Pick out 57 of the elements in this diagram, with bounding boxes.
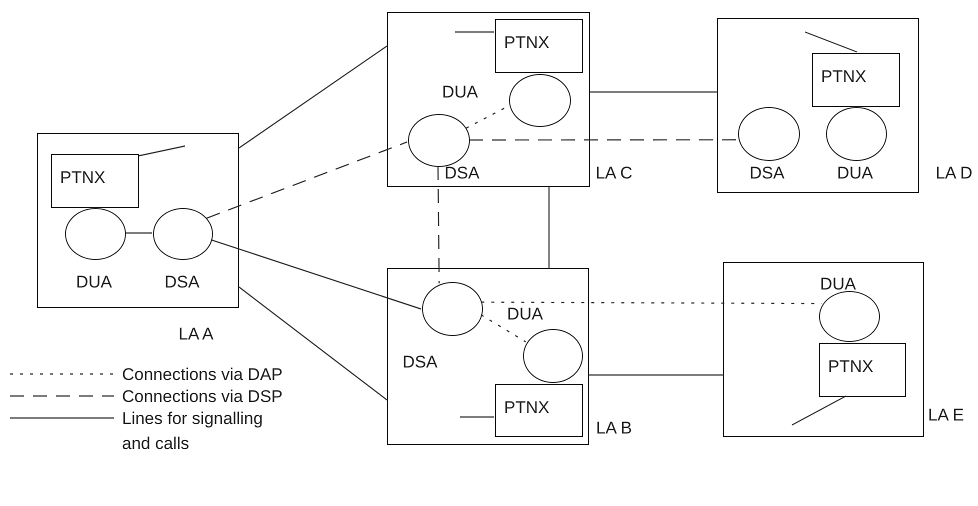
circle-node [826,107,887,161]
circle-node [738,107,800,161]
connector-line [589,374,723,376]
connector-line [548,187,550,268]
area-box [723,262,924,437]
ptnx-box [812,53,900,107]
node-label: PTNX [828,358,874,375]
circle-node [408,114,470,167]
connector-line [792,395,846,426]
circle-label: DUA [76,274,112,290]
connector-line [455,31,494,33]
area-label: LA E [928,406,964,424]
connector-line [138,145,186,157]
dashed-connector [437,166,440,284]
circle-node [819,291,880,342]
dashed-connector [206,141,408,219]
connector-line [590,91,717,93]
ptnx-box [51,154,139,208]
area-label: LA D [936,164,972,182]
dashed-connector [469,139,738,141]
node-label: PTNX [504,34,550,51]
circle-node [523,329,583,383]
circle-node [153,208,213,260]
circle-label: DSA [750,164,784,182]
area-label: LA C [596,164,632,182]
circle-label: DUA [507,306,543,322]
node-label: PTNX [60,169,106,186]
circle-label: DUA [820,276,856,292]
circle-node [65,208,126,260]
legend-text: Lines for signalling and calls [122,408,264,455]
dotted-connector [480,314,526,342]
legend-text: Connections via DSP [122,386,284,408]
circle-label: DUA [837,164,873,182]
connector-line [238,46,388,148]
node-label: PTNX [504,399,550,416]
circle-label: DSA [402,354,438,370]
connector-line [460,416,494,418]
ptnx-box [495,19,583,73]
area-box [387,268,589,445]
legend-text: Connections via DAP [122,364,284,386]
connector-line [804,31,858,53]
area-label: LA B [596,420,632,436]
connector-line [125,232,152,234]
area-box [387,12,590,187]
ptnx-box [819,343,906,397]
circle-node [422,282,483,336]
node-label: PTNX [821,68,866,85]
connector-line [210,239,422,310]
ptnx-box [495,384,583,437]
area-box [37,133,239,308]
circle-label: DSA [164,274,200,290]
area-label: LA A [178,326,214,342]
connector-line [238,286,388,400]
area-box [717,18,919,193]
part-label: DUA [442,84,478,100]
circle-node [509,74,571,127]
circle-label: DSA [444,164,480,182]
